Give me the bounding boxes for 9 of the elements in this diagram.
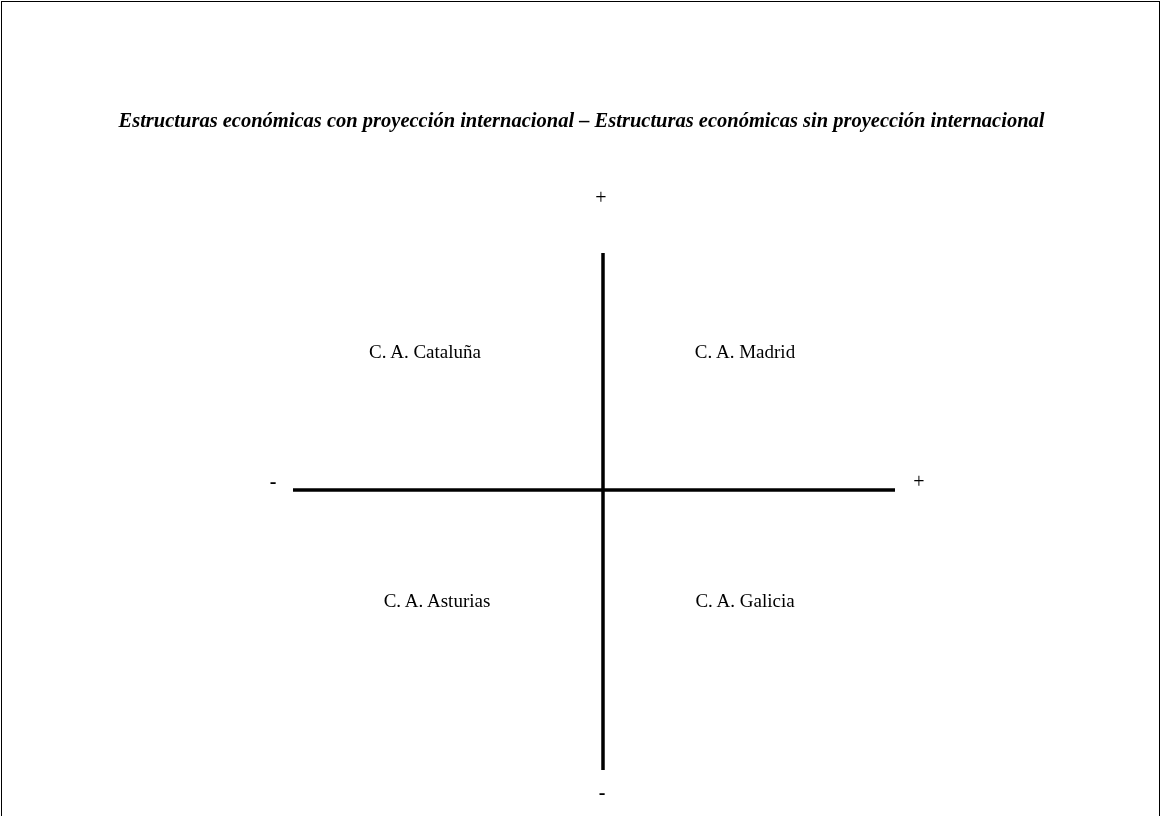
axis-sign: +	[913, 470, 925, 492]
axis-sign: -	[269, 470, 277, 492]
quadrant-label: C. A. Madrid	[694, 341, 796, 363]
quadrant-label: C. A. Cataluña	[369, 341, 481, 363]
quadrant-label: C. A. Asturias	[383, 590, 491, 612]
axis-sign: -	[598, 781, 606, 803]
axis-sign: +	[595, 186, 607, 208]
quadrant-label: C. A. Galicia	[695, 590, 795, 612]
diagram-title: Estructuras económicas con proyección internacional – Estructuras económicas sin proyección internacional	[117, 108, 1046, 134]
